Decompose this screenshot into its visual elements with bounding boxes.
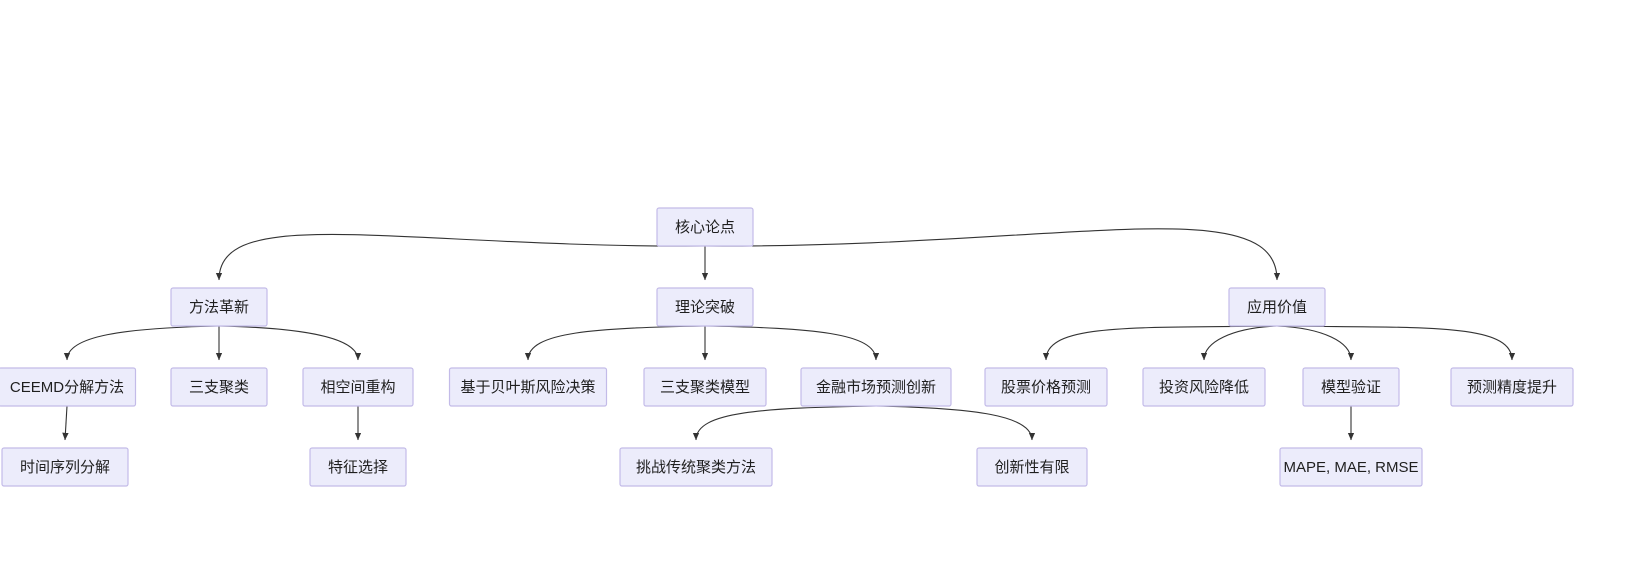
node-b3[interactable]: 应用价值: [1228, 287, 1326, 327]
node-box-d4[interactable]: [976, 447, 1088, 487]
node-c5[interactable]: 三支聚类模型: [643, 367, 767, 407]
node-label-c5: 三支聚类模型: [660, 379, 750, 396]
node-label-root: 核心论点: [675, 219, 735, 236]
node-d5[interactable]: MAPE, MAE, RMSE: [1279, 447, 1423, 487]
edge-b3-to-c9: [1276, 325, 1355, 361]
node-box-c2[interactable]: [170, 367, 268, 407]
node-box-c9[interactable]: [1302, 367, 1400, 407]
node-label-d3: 挑战传统聚类方法: [636, 459, 756, 476]
node-d4[interactable]: 创新性有限: [976, 447, 1088, 487]
node-c10[interactable]: 预测精度提升: [1450, 367, 1574, 407]
node-box-c4[interactable]: [448, 367, 608, 407]
edge-c6-to-d4: [875, 405, 1036, 441]
node-d1[interactable]: 时间序列分解: [1, 447, 129, 487]
node-b1[interactable]: 方法革新: [170, 287, 268, 327]
node-label-c6: 金融市场预测创新: [816, 379, 936, 396]
edge-b2-to-c4: [524, 325, 706, 361]
node-c3[interactable]: 相空间重构: [302, 367, 414, 407]
node-label-d4: 创新性有限: [994, 459, 1069, 476]
edge-b3-to-c10: [1276, 325, 1516, 361]
node-label-c3: 相空间重构: [320, 379, 395, 396]
edge-b3-to-c8: [1200, 325, 1278, 361]
node-box-c8[interactable]: [1142, 367, 1266, 407]
node-label-d5: MAPE, MAE, RMSE: [1283, 459, 1418, 476]
node-c8[interactable]: 投资风险降低: [1142, 367, 1266, 407]
node-label-d1: 时间序列分解: [20, 459, 110, 476]
node-label-c7: 股票价格预测: [1001, 379, 1091, 396]
node-box-b1[interactable]: [170, 287, 268, 327]
node-c4[interactable]: 基于贝叶斯风险决策: [448, 367, 608, 407]
edge-c6-to-d3: [692, 405, 877, 441]
node-label-c4: 基于贝叶斯风险决策: [460, 379, 595, 396]
edge-c1-to-d1: [62, 405, 69, 441]
node-c2[interactable]: 三支聚类: [170, 367, 268, 407]
edge-layer: [62, 228, 1516, 441]
node-label-b2: 理论突破: [675, 299, 735, 316]
node-label-c8: 投资风险降低: [1159, 379, 1249, 396]
node-box-d2[interactable]: [309, 447, 407, 487]
node-box-c10[interactable]: [1450, 367, 1574, 407]
edge-b2-to-c6: [704, 325, 880, 361]
node-label-b3: 应用价值: [1247, 298, 1307, 316]
node-box-d5[interactable]: [1279, 447, 1423, 487]
node-label-b1: 方法革新: [189, 299, 249, 316]
node-label-c10: 预测精度提升: [1467, 379, 1557, 396]
edge-root-to-b1: [215, 233, 706, 281]
node-box-c6[interactable]: [800, 367, 952, 407]
node-b2[interactable]: 理论突破: [656, 287, 754, 327]
node-label-c2: 三支聚类: [189, 379, 249, 396]
node-box-c7[interactable]: [984, 367, 1108, 407]
node-box-c3[interactable]: [302, 367, 414, 407]
node-d3[interactable]: 挑战传统聚类方法: [619, 447, 773, 487]
edge-b1-to-c1: [63, 325, 220, 361]
node-d2[interactable]: 特征选择: [309, 447, 407, 487]
node-c1[interactable]: CEEMD分解方法: [0, 367, 137, 407]
node-label-c1: CEEMD分解方法: [10, 379, 124, 396]
node-box-d3[interactable]: [619, 447, 773, 487]
node-box-root[interactable]: [656, 207, 754, 247]
edge-b1-to-c3: [218, 325, 362, 361]
node-box-b2[interactable]: [656, 287, 754, 327]
node-c6[interactable]: 金融市场预测创新: [800, 367, 952, 407]
node-box-d1[interactable]: [1, 447, 129, 487]
edge-b3-to-c7: [1042, 325, 1278, 361]
node-root[interactable]: 核心论点: [656, 207, 754, 247]
node-c9[interactable]: 模型验证: [1302, 367, 1400, 407]
node-label-d2: 特征选择: [328, 459, 388, 476]
node-box-c1[interactable]: [0, 367, 137, 407]
edge-root-to-b3: [704, 228, 1281, 281]
node-box-c5[interactable]: [643, 367, 767, 407]
node-label-c9: 模型验证: [1321, 379, 1381, 396]
node-c7[interactable]: 股票价格预测: [984, 367, 1108, 407]
node-box-b3[interactable]: [1228, 287, 1326, 327]
